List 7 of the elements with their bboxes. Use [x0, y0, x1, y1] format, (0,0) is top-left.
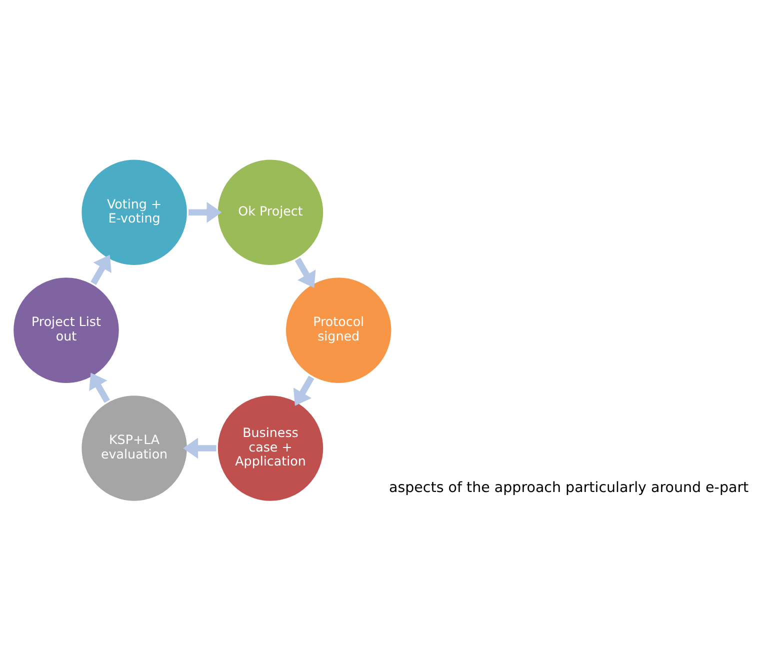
arrow	[188, 201, 222, 222]
label: aspects of the approach particularly around e-part	[389, 480, 749, 496]
arrow	[293, 375, 314, 406]
arrow	[90, 254, 112, 284]
arrow	[183, 437, 216, 458]
arrow	[294, 257, 316, 288]
arrow	[89, 372, 110, 402]
